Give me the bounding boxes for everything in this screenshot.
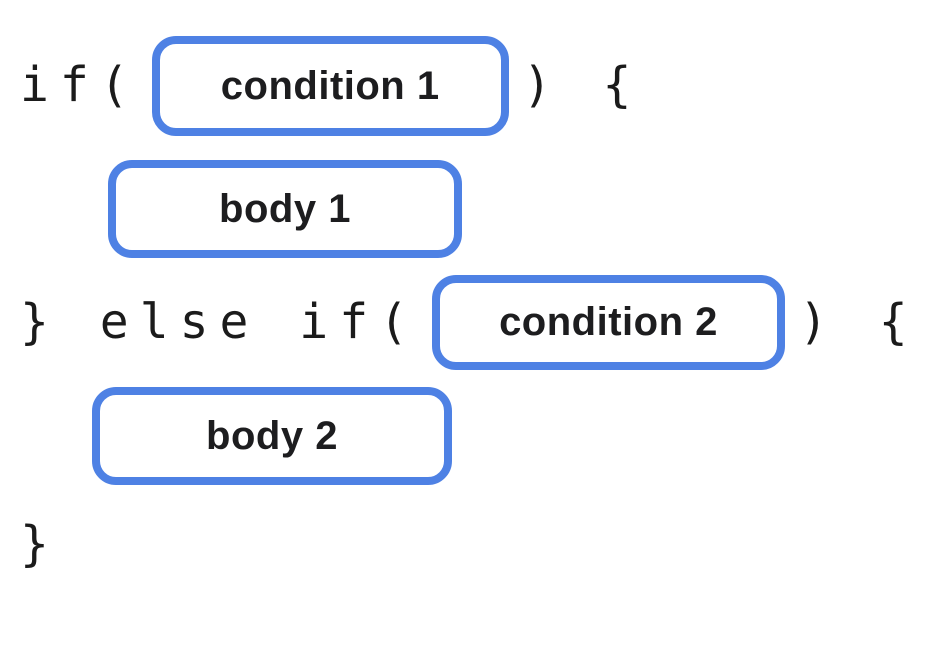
condition-2-label: condition 2 xyxy=(499,300,718,344)
code-else-if-close-brace-open: ) { xyxy=(798,293,919,350)
if-body-row: body 1 xyxy=(20,160,942,258)
body-1-label: body 1 xyxy=(219,186,351,231)
code-if-open: if( xyxy=(20,57,140,114)
body-2-slot: body 2 xyxy=(92,387,452,485)
body-2-label: body 2 xyxy=(206,413,338,458)
else-if-statement-row: } else if( condition 2 ) { xyxy=(20,275,942,370)
code-if-close-brace-open: ) { xyxy=(522,57,643,114)
code-closing-brace: } xyxy=(20,516,60,573)
else-if-body-row: body 2 xyxy=(20,387,942,485)
code-else-if-open: } else if( xyxy=(20,293,419,350)
if-statement-row: if( condition 1 ) { xyxy=(20,36,942,136)
closing-brace-row: } xyxy=(20,513,942,577)
condition-1-label: condition 1 xyxy=(220,63,440,108)
condition-2-slot: condition 2 xyxy=(431,275,785,370)
body-1-slot: body 1 xyxy=(108,160,462,258)
condition-1-slot: condition 1 xyxy=(151,36,509,136)
